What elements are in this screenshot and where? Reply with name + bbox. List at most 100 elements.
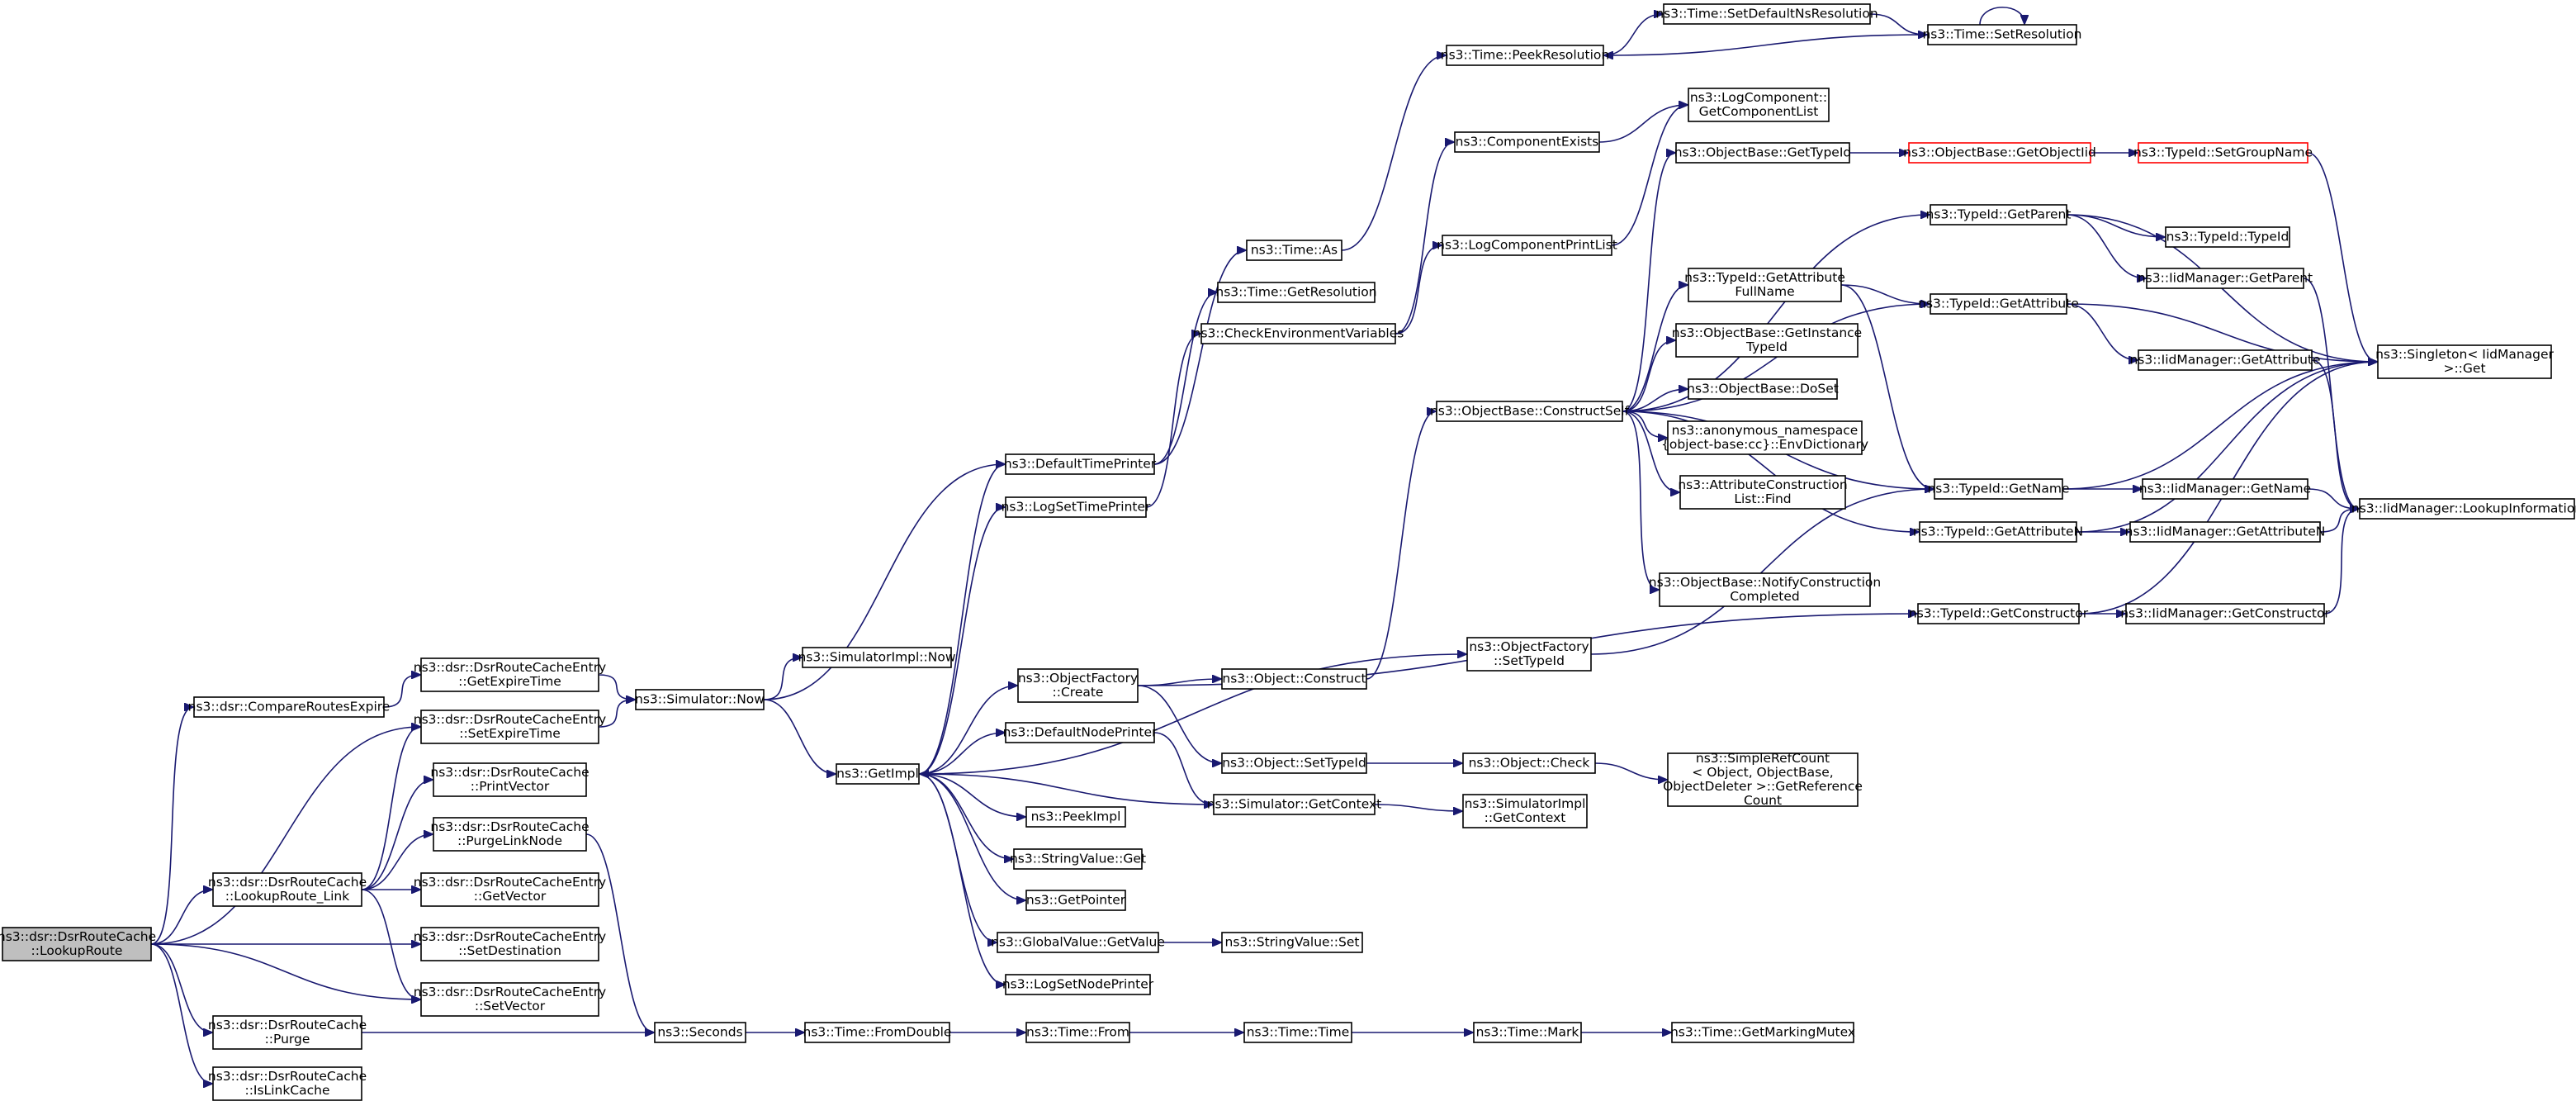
node-getimpl[interactable]: ns3::GetImpl bbox=[836, 763, 920, 785]
node-typeidtypeid[interactable]: ns3::TypeId::TypeId bbox=[2165, 226, 2290, 248]
node-label: ns3::StringValue::Get bbox=[1010, 852, 1146, 866]
node-setvector[interactable]: ns3::dsr::DsrRouteCacheEntry::SetVector bbox=[414, 982, 606, 1017]
node-box bbox=[2377, 344, 2552, 379]
node-box bbox=[2, 927, 152, 961]
node-objbaseconstructself[interactable]: ns3::ObjectBase::ConstructSelf bbox=[1430, 401, 1630, 422]
edge-path bbox=[598, 674, 635, 700]
node-checkenv[interactable]: ns3::CheckEnvironmentVariables bbox=[1193, 323, 1404, 344]
node-timegetmarkingmutex[interactable]: ns3::Time::GetMarkingMutex bbox=[1670, 1022, 1855, 1043]
node-envdictionary[interactable]: ns3::anonymous_namespace{object-base:cc}… bbox=[1661, 420, 1868, 455]
node-logsettimeprinter[interactable]: ns3::LogSetTimePrinter bbox=[1002, 496, 1151, 518]
node-getpointer[interactable]: ns3::GetPointer bbox=[1025, 890, 1126, 911]
node-label: ns3::dsr::DsrRouteCacheEntry bbox=[414, 929, 606, 944]
edge-lookuproute-to-lookuproutelink bbox=[150, 890, 212, 945]
node-purge[interactable]: ns3::dsr::DsrRouteCache::Purge bbox=[208, 1015, 367, 1050]
edge-path bbox=[918, 733, 1005, 775]
node-typeidgetattributen[interactable]: ns3::TypeId::GetAttributeN bbox=[1913, 521, 2083, 543]
edge-timesetresolution-to-timesetresolution bbox=[1979, 7, 2024, 26]
node-defaultnodeprinter[interactable]: ns3::DefaultNodePrinter bbox=[1003, 722, 1158, 743]
node-objectsettypeid[interactable]: ns3::Object::SetTypeId bbox=[1221, 752, 1367, 774]
node-simgetcontext[interactable]: ns3::Simulator::GetContext bbox=[1207, 794, 1382, 815]
node-setdefaultnsres[interactable]: ns3::Time::SetDefaultNsResolution bbox=[1655, 3, 1878, 25]
node-getexpiretime[interactable]: ns3::dsr::DsrRouteCacheEntry::GetExpireT… bbox=[414, 657, 606, 692]
node-purgelinknode[interactable]: ns3::dsr::DsrRouteCache::PurgeLinkNode bbox=[430, 817, 590, 852]
node-simplerefcount[interactable]: ns3::SimpleRefCount< Object, ObjectBase,… bbox=[1663, 751, 1863, 808]
edge-path bbox=[598, 700, 635, 728]
node-timefrom[interactable]: ns3::Time::From bbox=[1025, 1022, 1130, 1043]
node-timemark[interactable]: ns3::Time::Mark bbox=[1473, 1022, 1582, 1043]
node-getvector[interactable]: ns3::dsr::DsrRouteCacheEntry::GetVector bbox=[414, 872, 606, 907]
node-objectconstruct[interactable]: ns3::Object::Construct bbox=[1221, 668, 1367, 690]
node-seconds[interactable]: ns3::Seconds bbox=[654, 1022, 746, 1043]
node-lookuproute[interactable]: ns3::dsr::DsrRouteCache::LookupRoute bbox=[0, 927, 156, 961]
node-iidlookupinfo[interactable]: ns3::IidManager::LookupInformation bbox=[2351, 498, 2576, 520]
node-label: ns3::SimulatorImpl::Now bbox=[798, 650, 955, 665]
node-setdestination[interactable]: ns3::dsr::DsrRouteCacheEntry::SetDestina… bbox=[414, 927, 606, 961]
node-typeidgetattribute[interactable]: ns3::TypeId::GetAttribute bbox=[1918, 293, 2079, 315]
edge-path bbox=[1590, 489, 1934, 655]
node-timetime[interactable]: ns3::Time::Time bbox=[1243, 1022, 1352, 1043]
node-box bbox=[635, 689, 765, 710]
node-logcomponentgetlist[interactable]: ns3::LogComponent::GetComponentList bbox=[1688, 88, 1830, 122]
node-typeidgetconstructor[interactable]: ns3::TypeId::GetConstructor bbox=[1909, 603, 2089, 624]
node-simimplnow[interactable]: ns3::SimulatorImpl::Now bbox=[798, 647, 956, 668]
node-objectcheck[interactable]: ns3::Object::Check bbox=[1462, 752, 1596, 774]
edge-objbaseconstructself-to-typeidgetparent bbox=[1622, 215, 1930, 412]
node-objfactorysettypeid[interactable]: ns3::ObjectFactory::SetTypeId bbox=[1466, 637, 1592, 672]
edge-checkenv-to-logcomponentprintlist bbox=[1395, 245, 1442, 335]
edge-objbaseconstructself-to-typeidgetattribute bbox=[1622, 304, 1930, 412]
edge-path bbox=[918, 773, 1005, 985]
node-typeidgetname[interactable]: ns3::TypeId::GetName bbox=[1927, 478, 2070, 500]
node-timesetresolution[interactable]: ns3::Time::SetResolution bbox=[1922, 24, 2082, 45]
node-box bbox=[1454, 131, 1600, 153]
node-timeas[interactable]: ns3::Time::As bbox=[1246, 240, 1342, 261]
node-label: ns3::SimpleRefCount bbox=[1696, 751, 1830, 766]
edge-componentexists-to-logcomponentgetlist bbox=[1598, 105, 1688, 143]
node-timegetresolution[interactable]: ns3::Time::GetResolution bbox=[1215, 282, 1377, 303]
node-globalvaluegetvalue[interactable]: ns3::GlobalValue::GetValue bbox=[991, 932, 1165, 953]
node-lookuproutelink[interactable]: ns3::dsr::DsrRouteCache::LookupRoute_Lin… bbox=[208, 872, 367, 907]
node-logsetnodeprinter[interactable]: ns3::LogSetNodePrinter bbox=[1002, 974, 1154, 995]
node-typeidgetparent[interactable]: ns3::TypeId::GetParent bbox=[1926, 204, 2072, 225]
node-label: ns3::dsr::DsrRouteCache bbox=[430, 819, 589, 834]
node-iidgetparent[interactable]: ns3::IidManager::GetParent bbox=[2138, 268, 2313, 289]
node-objbasedoset[interactable]: ns3::ObjectBase::DoSet bbox=[1687, 378, 1839, 400]
node-label: ns3::dsr::DsrRouteCacheEntry bbox=[414, 712, 606, 727]
node-typeidsetgroupname[interactable]: ns3::TypeId::SetGroupName bbox=[2133, 142, 2313, 164]
node-simimplgetcontext[interactable]: ns3::SimulatorImpl::GetContext bbox=[1462, 794, 1588, 828]
node-peekresolution[interactable]: ns3::Time::PeekResolution bbox=[1441, 45, 1609, 66]
node-box bbox=[1667, 752, 1859, 807]
node-logcomponentprintlist[interactable]: ns3::LogComponentPrintList bbox=[1437, 235, 1617, 256]
edge-typeidgetattribute-to-iidgetattribute bbox=[2066, 303, 2138, 360]
node-iidgetattributen[interactable]: ns3::IidManager::GetAttributeN bbox=[2125, 521, 2326, 543]
node-peekimpl[interactable]: ns3::PeekImpl bbox=[1025, 806, 1126, 828]
node-label: ns3::ObjectBase::DoSet bbox=[1687, 382, 1839, 396]
node-label: FullName bbox=[1735, 284, 1794, 299]
node-objbasenotify[interactable]: ns3::ObjectBase::NotifyConstructionCompl… bbox=[1649, 572, 1881, 607]
node-compareroutes[interactable]: ns3::dsr::CompareRoutesExpire bbox=[188, 696, 391, 718]
edge-path bbox=[1622, 389, 1688, 412]
node-stringvalueget[interactable]: ns3::StringValue::Get bbox=[1010, 848, 1146, 870]
node-label: ns3::IidManager::GetConstructor bbox=[2120, 606, 2330, 621]
node-defaulttimeprinter[interactable]: ns3::DefaultTimePrinter bbox=[1004, 453, 1157, 475]
node-islinkcache[interactable]: ns3::dsr::DsrRouteCache::IsLinkCache bbox=[208, 1066, 367, 1101]
node-objbasegettypeid[interactable]: ns3::ObjectBase::GetTypeId bbox=[1674, 142, 1852, 164]
node-box bbox=[1671, 1022, 1854, 1043]
node-objfactorycreate[interactable]: ns3::ObjectFactory::Create bbox=[1017, 668, 1139, 703]
node-setexpiretime[interactable]: ns3::dsr::DsrRouteCacheEntry::SetExpireT… bbox=[414, 710, 606, 744]
node-printvector[interactable]: ns3::dsr::DsrRouteCache::PrintVector bbox=[430, 762, 590, 797]
node-fromdouble[interactable]: ns3::Time::FromDouble bbox=[803, 1022, 952, 1043]
node-iidgetattribute[interactable]: ns3::IidManager::GetAttribute bbox=[2129, 349, 2321, 371]
node-singletonget[interactable]: ns3::Singleton< IidManager >::Get bbox=[2375, 344, 2555, 379]
node-iidgetname[interactable]: ns3::IidManager::GetName bbox=[2139, 478, 2311, 500]
node-objbasegetobjectiid[interactable]: ns3::ObjectBase::GetObjectIid bbox=[1903, 142, 2096, 164]
node-stringvalueset[interactable]: ns3::StringValue::Set bbox=[1221, 932, 1363, 953]
node-simnow[interactable]: ns3::Simulator::Now bbox=[635, 689, 765, 710]
node-componentexists[interactable]: ns3::ComponentExists bbox=[1454, 131, 1600, 153]
edge-path bbox=[1622, 411, 1667, 438]
function-nodes: ns3::dsr::DsrRouteCache::LookupRoutens3:… bbox=[0, 3, 2576, 1101]
node-iidgetconstructor[interactable]: ns3::IidManager::GetConstructor bbox=[2120, 603, 2330, 624]
